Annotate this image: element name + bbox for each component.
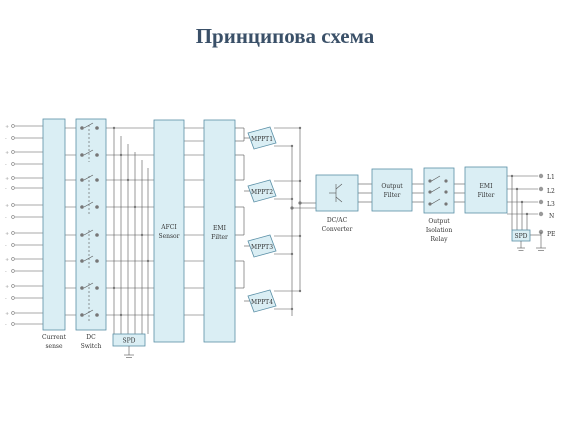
- input-polarity: +: [5, 124, 9, 130]
- input-polarity: -: [5, 136, 7, 142]
- input-terminal: [11, 186, 15, 190]
- mppt4-block: MPPT4: [247, 289, 277, 313]
- current-sense-label-1: Current: [42, 334, 67, 341]
- relay-contacts: [428, 175, 448, 206]
- emi-output-label-1: EMI: [480, 183, 494, 190]
- input-polarity: +: [5, 150, 9, 156]
- relay-label-1: Output: [428, 218, 450, 225]
- emi-output-filter-block: [464, 166, 508, 214]
- emi-label-2: Filter: [211, 234, 228, 241]
- output-filter-label-1: Output: [381, 183, 403, 190]
- relay-label-3: Relay: [431, 236, 449, 243]
- terminal-pe: PE: [547, 231, 555, 238]
- mppt3-block: MPPT3: [247, 234, 277, 258]
- input-polarity: +: [5, 311, 9, 317]
- input-polarity: -: [5, 269, 7, 275]
- input-terminal: [11, 136, 15, 140]
- afci-sensor-block: [153, 119, 185, 343]
- input-terminal: [11, 296, 15, 300]
- input-terminal: [11, 322, 15, 326]
- input-polarity: -: [5, 243, 7, 249]
- input-polarity: -: [5, 186, 7, 192]
- dc-switch-label-1: DC: [86, 334, 96, 341]
- input-polarity: +: [5, 176, 9, 182]
- dcac-converter-block: [315, 174, 359, 212]
- mppt2-label: MPPT2: [251, 189, 273, 196]
- input-polarity: +: [5, 257, 9, 263]
- igbt-symbol: [329, 183, 343, 203]
- input-polarity: -: [5, 162, 7, 168]
- spd-left-label: SPD: [123, 338, 136, 345]
- terminal-n: N: [549, 213, 554, 220]
- mppt2-block: MPPT2: [247, 179, 277, 203]
- mppt1-label: MPPT1: [251, 136, 273, 143]
- mppt3-label: MPPT3: [251, 244, 273, 251]
- dcac-label-1: DC/AC: [327, 217, 348, 224]
- input-polarity: -: [5, 322, 7, 328]
- mppt1-block: MPPT1: [247, 126, 277, 150]
- emi-filter-block: [203, 119, 236, 343]
- input-polarity: -: [5, 215, 7, 221]
- output-filter-label-2: Filter: [384, 192, 401, 199]
- terminal-l2: L2: [547, 188, 555, 195]
- terminal-l1: L1: [547, 174, 555, 181]
- relay-label-2: Isolation: [426, 227, 453, 234]
- input-terminal: [11, 150, 15, 154]
- input-terminal: [11, 269, 15, 273]
- input-polarity: +: [5, 284, 9, 290]
- current-sense-label-2: sense: [45, 343, 63, 350]
- output-filter-block: [371, 168, 413, 212]
- current-sense-block: [42, 118, 66, 331]
- input-terminal: [11, 257, 15, 261]
- dc-switches: [80, 122, 99, 322]
- input-terminal: [11, 203, 15, 207]
- input-terminal: [11, 124, 15, 128]
- dcac-label-2: Converter: [322, 226, 353, 233]
- input-polarity: +: [5, 203, 9, 209]
- input-polarity: -: [5, 296, 7, 302]
- emi-label-1: EMI: [213, 225, 227, 232]
- dc-switch-block: [75, 118, 107, 331]
- input-terminal: [11, 162, 15, 166]
- input-terminal: [11, 284, 15, 288]
- input-terminal: [11, 231, 15, 235]
- mppt4-label: MPPT4: [251, 299, 273, 306]
- spd-right-label: SPD: [515, 233, 528, 240]
- afci-label-2: Sensor: [158, 233, 179, 240]
- dc-inputs: + - + - + - + - + - + - + - + -: [5, 124, 15, 328]
- input-terminal: [11, 243, 15, 247]
- page-title: Принципова схема: [195, 24, 375, 48]
- input-terminal: [11, 176, 15, 180]
- dc-switch-label-2: Switch: [81, 343, 102, 350]
- emi-output-label-2: Filter: [478, 192, 495, 199]
- afci-label-1: AFCI: [160, 224, 177, 231]
- input-polarity: +: [5, 231, 9, 237]
- isolation-relay-block: [423, 167, 455, 214]
- terminal-l3: L3: [547, 201, 555, 208]
- input-terminal: [11, 215, 15, 219]
- input-terminal: [11, 311, 15, 315]
